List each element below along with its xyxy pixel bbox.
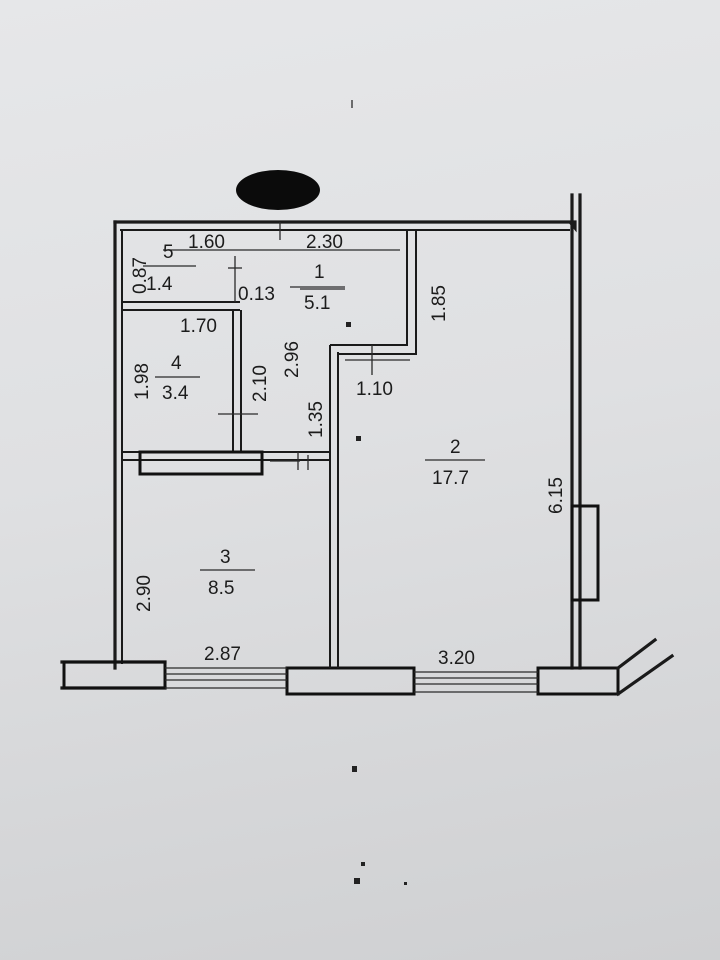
paper-specks: [346, 322, 407, 885]
right-wall-window: [570, 504, 600, 602]
room-3-number: 3: [220, 547, 231, 568]
room-2-area: 17.7: [432, 468, 469, 489]
dim-1-10: 1.10: [356, 379, 393, 400]
dim-2-96: 2.96: [282, 341, 303, 378]
dim-2-10: 2.10: [250, 365, 271, 402]
room-5-area: 1.4: [146, 274, 173, 295]
room-3-area: 8.5: [208, 578, 234, 599]
dim-1-85: 1.85: [429, 285, 450, 322]
dim-3-20: 3.20: [438, 648, 475, 669]
dimension-lines: [163, 222, 410, 470]
dim-0-13: 0.13: [238, 284, 275, 305]
room-1-number: 1: [314, 262, 325, 283]
room-1-area: 5.1: [304, 293, 330, 314]
dim-2-90: 2.90: [134, 575, 155, 612]
room-5-number: 5: [163, 242, 174, 263]
redaction-mark: [236, 170, 320, 210]
interior-walls: [122, 100, 417, 668]
dim-1-35: 1.35: [306, 401, 327, 438]
dim-1-60: 1.60: [188, 232, 225, 253]
dim-1-98: 1.98: [132, 363, 153, 400]
dim-2-30: 2.30: [306, 232, 343, 253]
dim-1-70: 1.70: [180, 316, 217, 337]
dim-0-87: 0.87: [130, 257, 151, 294]
dim-2-87: 2.87: [204, 644, 241, 665]
bottom-wall: [62, 637, 675, 697]
room-2-number: 2: [450, 437, 461, 458]
room-4-area: 3.4: [162, 383, 189, 404]
room-4-number: 4: [171, 353, 182, 374]
dim-6-15: 6.15: [546, 477, 567, 514]
